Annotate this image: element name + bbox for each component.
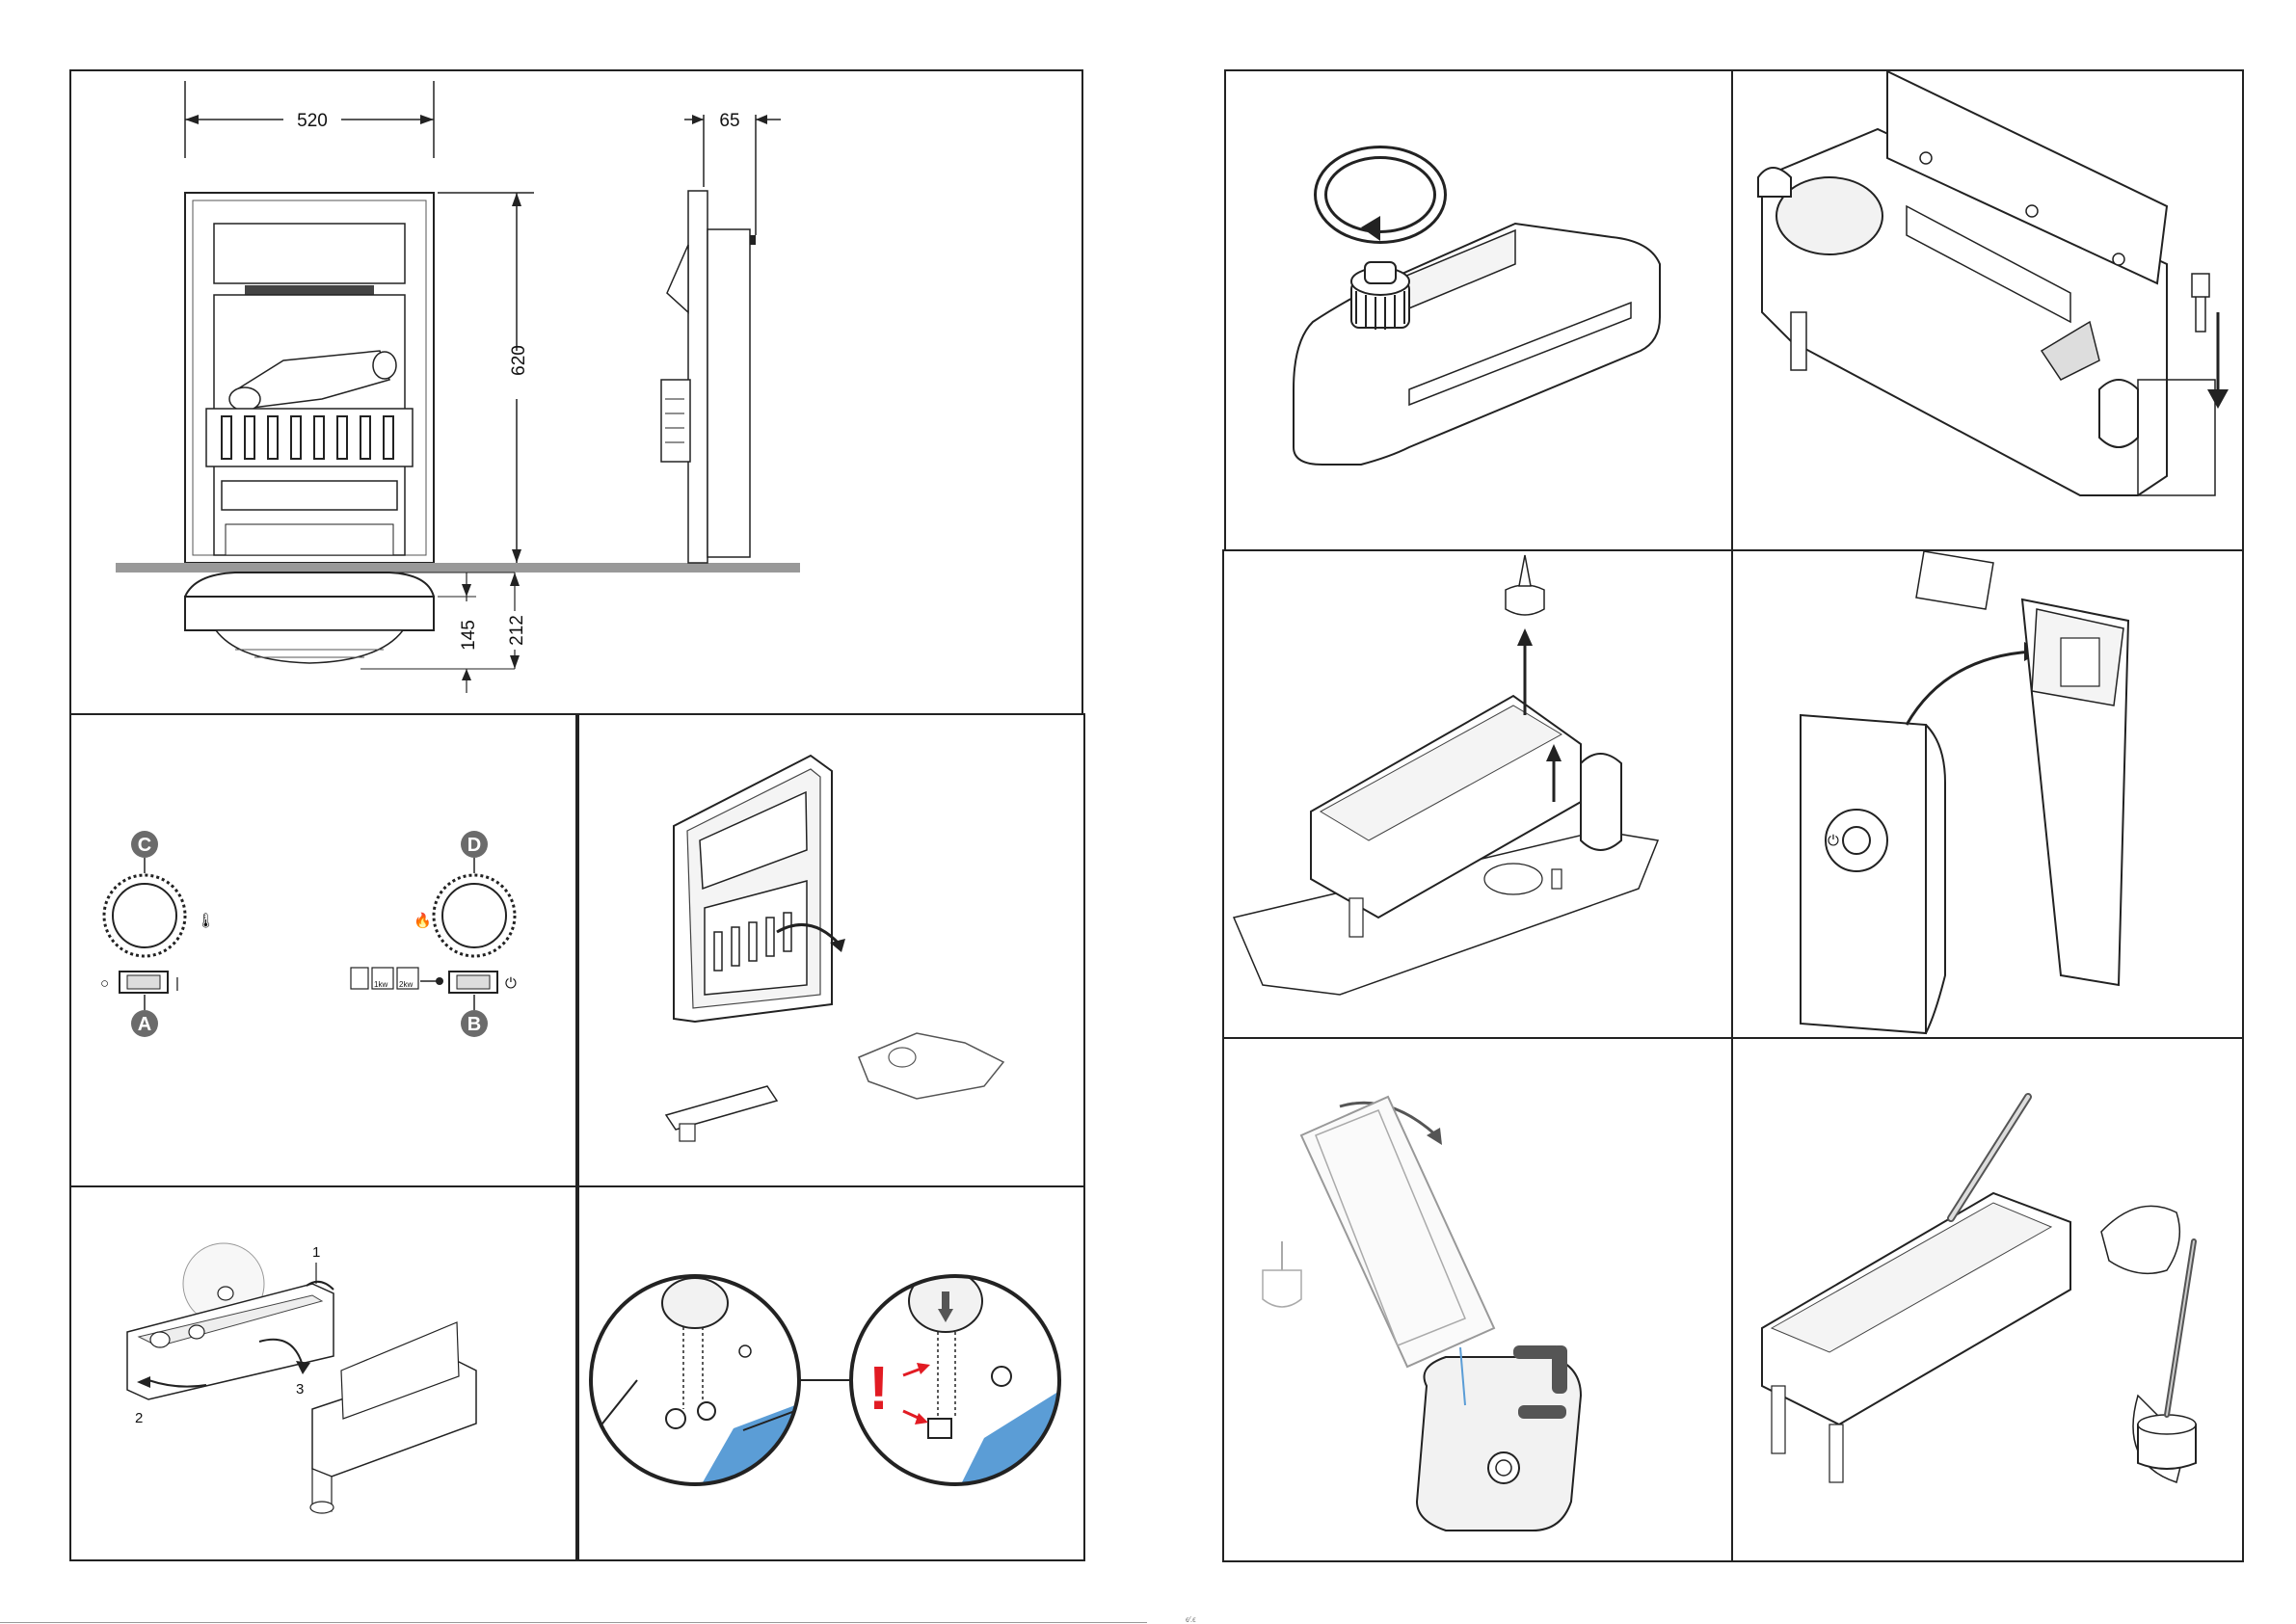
- remote-panel: ⏻: [1731, 549, 2244, 1039]
- flame-icon: 🔥: [414, 912, 432, 929]
- off-symbol-icon: ○: [100, 975, 109, 992]
- dimensions-panel: 520 620: [69, 69, 1083, 715]
- label-b: B: [467, 1014, 481, 1035]
- footer-mark: ϵ⁄.ϵ: [1186, 1615, 1196, 1624]
- thermometer-icon: 🌡: [197, 913, 215, 929]
- mode-2kw-label: 2kw: [399, 980, 413, 989]
- mode-1kw-label: 1kw: [374, 980, 387, 989]
- step-2: 2: [135, 1410, 143, 1426]
- height-dimension: 620: [509, 345, 529, 376]
- rotate-cap-drawing: [1226, 71, 1731, 549]
- float-detail-drawing: !: [579, 1187, 1083, 1559]
- lift-parts-drawing: [1224, 551, 1731, 1037]
- on-symbol-icon: |: [175, 975, 179, 992]
- tank-removal-drawing: 1 2 3: [71, 1187, 575, 1559]
- empty-tank-panel: [1222, 1037, 1733, 1562]
- empty-tank-drawing: [1224, 1039, 1731, 1560]
- tank-removal-panel: 1 2 3: [69, 1185, 577, 1561]
- depth-top-dimension: 145: [459, 620, 479, 651]
- depth-dimension: 65: [719, 111, 739, 131]
- step-3: 3: [296, 1381, 304, 1398]
- controls-drawing: C 🌡 ○ | A D 🔥 1kw 2kw ⏻ B: [71, 715, 575, 1185]
- label-d: D: [467, 835, 481, 856]
- fire-removal-panel: [577, 713, 1085, 1187]
- clean-tank-drawing: [1733, 1039, 2242, 1560]
- flame-knob[interactable]: [442, 884, 506, 947]
- depth-total-dimension: 212: [507, 615, 527, 646]
- mode-flame-icon: [351, 968, 368, 989]
- thermostat-knob[interactable]: [113, 884, 176, 947]
- tank-lid-panel: [1731, 69, 2244, 551]
- tank-lid-drawing: [1733, 71, 2242, 549]
- remote-drawing: ⏻: [1733, 551, 2242, 1037]
- width-dimension: 520: [297, 111, 328, 131]
- fire-removal-drawing: [579, 715, 1083, 1185]
- label-c: C: [138, 835, 151, 856]
- remote-power-icon: ⏻: [1828, 833, 1839, 849]
- warning-icon: !: [868, 1353, 889, 1423]
- lift-parts-panel: [1222, 549, 1733, 1039]
- step-1: 1: [312, 1244, 320, 1261]
- dimensions-drawing: 520 620: [71, 71, 1081, 713]
- float-detail-panel: !: [577, 1185, 1085, 1561]
- power-icon: ⏻: [505, 975, 517, 992]
- clean-tank-panel: [1731, 1037, 2244, 1562]
- footer-rule: [0, 1622, 1147, 1623]
- controls-panel: C 🌡 ○ | A D 🔥 1kw 2kw ⏻ B: [69, 713, 577, 1187]
- rotate-cap-panel: [1224, 69, 1733, 551]
- label-a: A: [138, 1014, 151, 1035]
